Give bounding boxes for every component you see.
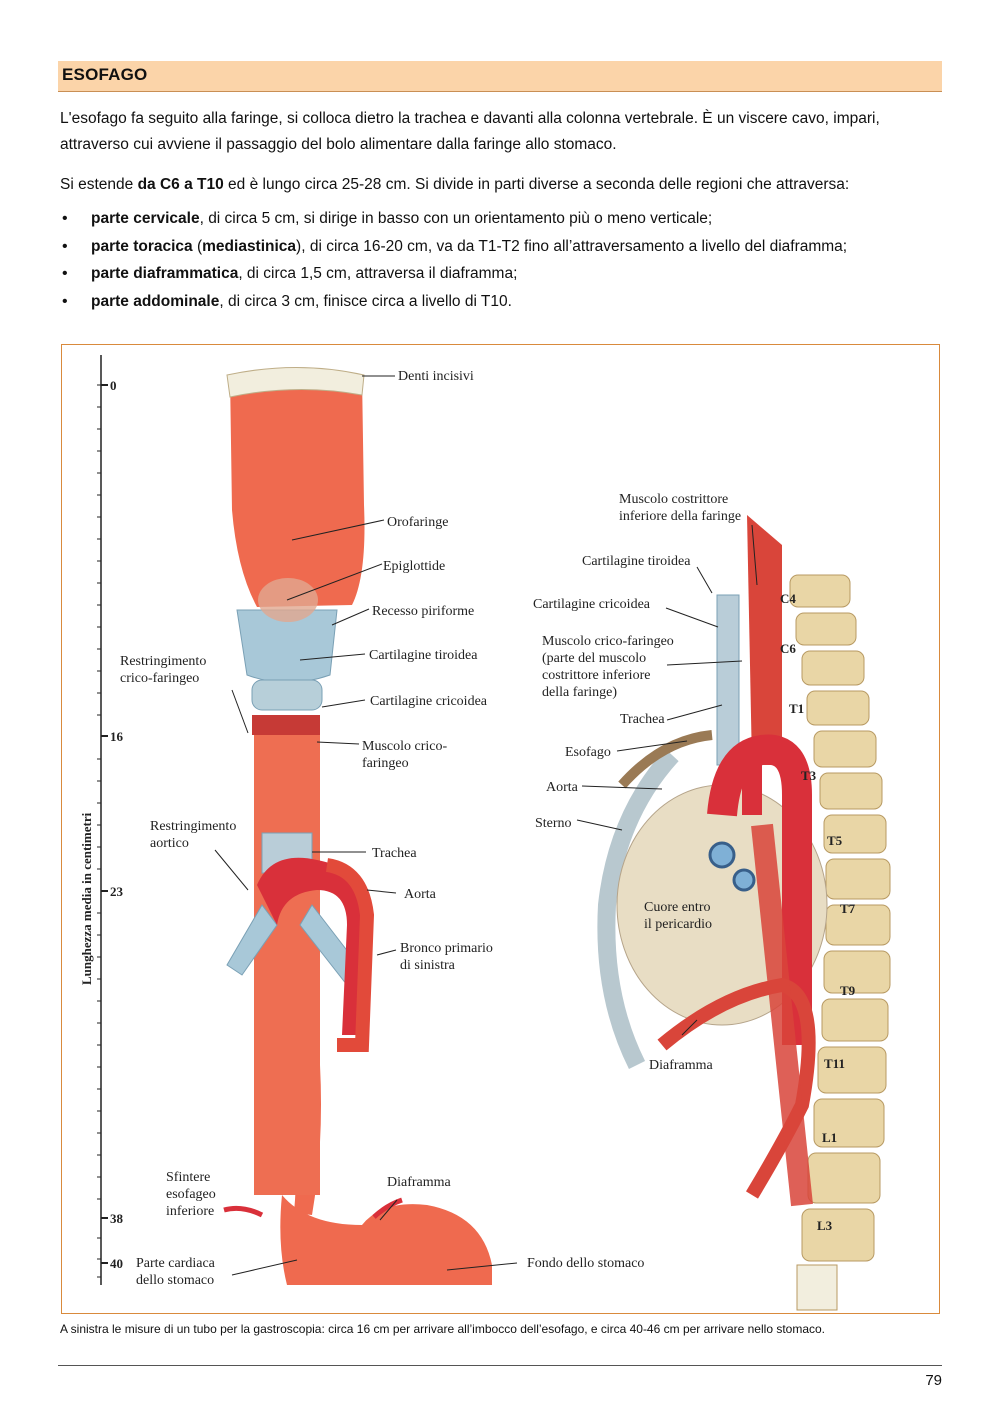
label-tiroidea-right: Cartilagine tiroidea	[582, 554, 691, 569]
label-cricofaringeo-right: (parte del muscolo	[542, 651, 646, 666]
label-restringimento-aortico: aortico	[150, 836, 189, 851]
list-item: parte toracica (mediastinica), di circa …	[60, 233, 945, 261]
part-desc: , di circa 5 cm, si dirige in basso con …	[199, 210, 713, 227]
tick-label: 0	[110, 378, 117, 393]
tick-label: 40	[110, 1256, 123, 1271]
label-restringimento-crico: crico-faringeo	[120, 671, 199, 686]
label-bronco: di sinistra	[400, 958, 456, 973]
extent-post: ed è lungo circa 25-28 cm. Si divide in …	[223, 176, 850, 193]
label-parte-cardiaca: Parte cardiaca	[136, 1256, 216, 1271]
part-name: parte toracica	[91, 237, 193, 255]
label-cartilagine-tiroidea: Cartilagine tiroidea	[369, 648, 478, 663]
ruler-major-ticks	[101, 384, 108, 1264]
list-item: parte cervicale, di circa 5 cm, si dirig…	[60, 205, 945, 233]
vertebra-label: L3	[817, 1218, 833, 1233]
right-leader-lines	[576, 524, 758, 1036]
label-trachea-right: Trachea	[620, 712, 665, 727]
label-costrittore: Muscolo costrittore	[619, 492, 728, 507]
list-item: parte addominale, di circa 3 cm, finisce…	[60, 288, 945, 316]
part-name: parte cervicale	[91, 210, 200, 227]
extent-bold: da C6 a T10	[137, 176, 224, 193]
label-cricofaringeo-right: costrittore inferiore	[542, 668, 650, 683]
label-cricofaringeo-right: della faringe)	[542, 685, 617, 700]
label-cricoidea-right: Cartilagine cricoidea	[533, 597, 651, 612]
part-name: parte addominale	[91, 292, 220, 310]
label-trachea: Trachea	[372, 846, 417, 861]
section-title: ESOFAGO	[62, 65, 148, 84]
label-aorta: Aorta	[404, 887, 437, 902]
label-esofago-right: Esofago	[565, 745, 611, 760]
esophagus-diagram	[223, 367, 492, 1285]
tick-label: 23	[110, 884, 124, 899]
vertebra-labels: C4 C6 T1 T3 T5 T7 T9 T11 L1 L3	[780, 591, 856, 1233]
part-name-alt: mediastinica	[202, 237, 297, 255]
label-fondo-stomaco: Fondo dello stomaco	[527, 1256, 644, 1271]
label-muscolo-crico: Muscolo crico-	[362, 739, 447, 754]
axis-title: Lunghezza media in centimetri	[79, 812, 94, 985]
label-bronco: Bronco primario	[400, 941, 493, 956]
label-sterno-right: Sterno	[535, 816, 572, 831]
part-paren: (	[192, 237, 203, 255]
vertebra-label: C4	[780, 591, 796, 606]
extent-paragraph: Si estende da C6 a T10 ed è lungo circa …	[60, 172, 945, 198]
vertebra-label: T11	[824, 1056, 845, 1071]
label-diaframma: Diaframma	[387, 1175, 452, 1190]
left-leader-lines	[214, 375, 518, 1276]
lateral-view-diagram	[597, 515, 891, 1311]
label-muscolo-crico: faringeo	[362, 756, 409, 771]
vertebra-label: T1	[789, 701, 804, 716]
label-sfintere: inferiore	[166, 1204, 214, 1219]
label-sfintere: esofageo	[166, 1187, 216, 1202]
part-desc: ), di circa 16-20 cm, va da T1-T2 fino a…	[296, 237, 848, 255]
anatomy-illustration: 0 16 23 38 40 Lunghezza media in centime…	[79, 355, 891, 1311]
page-number: 79	[925, 1372, 942, 1389]
ruler-minor-ticks	[97, 384, 101, 1278]
list-item: parte diaframmatica, di circa 1,5 cm, at…	[60, 260, 945, 288]
vertebra-label: T5	[827, 833, 843, 848]
vertebra-label: T7	[840, 901, 856, 916]
label-denti-incisivi: Denti incisivi	[398, 369, 474, 384]
extent-pre: Si estende	[60, 176, 138, 193]
section-title-bar: ESOFAGO	[58, 61, 942, 92]
intro-paragraph: L'esofago fa seguito alla faringe, si co…	[60, 110, 880, 153]
parts-list: parte cervicale, di circa 5 cm, si dirig…	[60, 205, 945, 315]
label-cuore: il pericardio	[644, 917, 712, 932]
label-cricofaringeo-right: Muscolo crico-faringeo	[542, 634, 674, 649]
label-epiglottide: Epiglottide	[383, 559, 445, 574]
part-desc: , di circa 1,5 cm, attraversa il diafram…	[238, 265, 518, 282]
label-orofaringe: Orofaringe	[387, 515, 448, 530]
label-sfintere: Sfintere	[166, 1170, 210, 1185]
footer-divider	[58, 1365, 942, 1366]
label-restringimento-crico: Restringimento	[120, 654, 206, 669]
label-cartilagine-cricoidea: Cartilagine cricoidea	[370, 694, 488, 709]
part-name: parte diaframmatica	[91, 265, 239, 282]
vertebra-label: L1	[822, 1130, 837, 1145]
label-cuore: Cuore entro	[644, 900, 710, 915]
vertebra-label: T3	[801, 768, 817, 783]
anatomy-figure: 0 16 23 38 40 Lunghezza media in centime…	[61, 344, 940, 1314]
vertebra-label: T9	[840, 983, 856, 998]
vertebral-column	[789, 574, 891, 1262]
label-aorta-right: Aorta	[546, 780, 579, 795]
tick-label: 16	[110, 729, 124, 744]
label-diaframma-right: Diaframma	[649, 1058, 714, 1073]
label-restringimento-aortico: Restringimento	[150, 819, 236, 834]
vertebra-label: C6	[780, 641, 796, 656]
label-recesso-piriforme: Recesso piriforme	[372, 604, 474, 619]
part-desc: , di circa 3 cm, finisce circa a livello…	[219, 292, 512, 310]
label-parte-cardiaca: dello stomaco	[136, 1273, 214, 1288]
label-costrittore: inferiore della faringe	[619, 509, 741, 524]
tick-label: 38	[110, 1211, 124, 1226]
figure-caption: A sinistra le misure di un tubo per la g…	[60, 1322, 826, 1336]
